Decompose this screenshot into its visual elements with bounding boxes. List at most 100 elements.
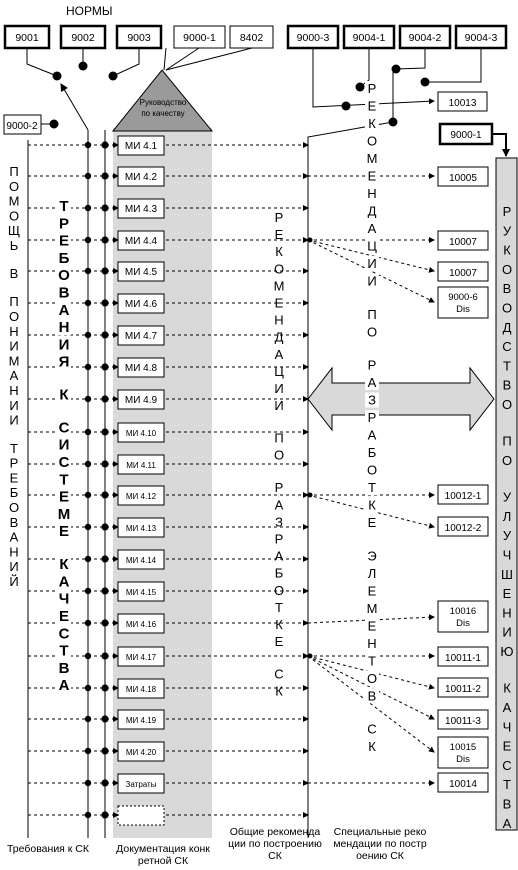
help-vertical-text: И <box>9 398 18 413</box>
improvement-vertical-text: Н <box>502 605 511 620</box>
letter-bg <box>365 357 379 373</box>
special-recs-vertical-text: А <box>368 428 377 443</box>
letter-bg <box>365 133 379 149</box>
connector-line <box>307 72 394 838</box>
general-recs-vertical-text: Р <box>275 531 284 546</box>
standard-label: 9000-1 <box>450 130 482 141</box>
improvement-vertical-text: О <box>502 262 512 277</box>
general-recs-vertical-text: П <box>274 431 283 446</box>
letter-bg <box>57 352 71 370</box>
general-recs-vertical-text: С <box>274 667 283 682</box>
improvement-vertical-text: И <box>502 625 511 640</box>
special-recs-vertical-text: З <box>368 393 376 408</box>
row-dot <box>84 811 92 819</box>
general-recs-vertical-text: О <box>274 583 284 598</box>
general-recs-vertical-text: А <box>275 497 284 512</box>
right-standard-box <box>437 484 489 505</box>
junction-dot <box>49 119 59 129</box>
improvement-vertical-text: У <box>503 528 512 543</box>
improvement-vertical-text: А <box>503 700 512 715</box>
special-recs-vertical-text: Р <box>368 358 377 373</box>
mi-label: МИ 4.4 <box>125 236 158 247</box>
help-vertical-text: П <box>9 164 18 179</box>
letter-bg <box>57 589 71 607</box>
improvement-vertical-text: Т <box>503 777 511 792</box>
letter-bg <box>57 435 71 453</box>
junction-dot <box>391 64 401 74</box>
standard-label: 9004-2 <box>409 32 442 44</box>
letter-bg <box>57 676 71 694</box>
help-vertical-text: Н <box>9 544 18 559</box>
standard-box <box>173 25 226 49</box>
standard-label: 9004-1 <box>353 32 386 44</box>
general-recs-vertical-text: К <box>275 684 283 699</box>
requirements-vertical-text: Я <box>59 354 70 371</box>
improvement-vertical-text: У <box>503 223 512 238</box>
quality-manual-label: по качеству <box>141 109 184 118</box>
improvement-vertical-text: Л <box>503 509 512 524</box>
general-recs-vertical-text: Д <box>275 330 284 345</box>
letter-bg <box>365 256 379 271</box>
junction-dot <box>355 82 365 92</box>
right-standard-box <box>437 600 489 633</box>
letter-bg <box>365 583 379 599</box>
right-standard-box <box>437 646 489 667</box>
letter-bg <box>365 445 379 460</box>
right-standard-label: 10016 <box>450 606 476 617</box>
improvement-vertical-text: К <box>503 681 511 696</box>
letter-bg <box>365 221 379 236</box>
footer-label: оению СК <box>356 850 405 862</box>
row-dot <box>307 237 313 243</box>
right-standard-label: 10013 <box>449 98 477 109</box>
general-recs-vertical-text: К <box>275 244 283 259</box>
mi-label: МИ 4.2 <box>125 172 158 183</box>
mi-box <box>117 773 165 794</box>
letter-bg <box>365 480 379 495</box>
row-dot <box>307 653 313 659</box>
mi-box <box>117 581 165 602</box>
row-dot <box>101 395 109 403</box>
requirements-vertical-text: Б <box>59 250 70 267</box>
letter-bg <box>365 81 379 96</box>
row-dot <box>84 460 92 468</box>
requirements-vertical-text: Р <box>59 215 69 232</box>
help-vertical-text: О <box>9 208 19 223</box>
help-vertical-text: Н <box>9 383 18 398</box>
improvement-vertical-text: Д <box>503 320 512 335</box>
row-dot <box>101 587 109 595</box>
requirements-vertical-text: О <box>58 267 70 284</box>
mi-label: МИ 4.10 <box>126 429 157 438</box>
mi-label: МИ 4.16 <box>126 620 157 629</box>
mi-box <box>117 230 165 251</box>
double-arrow <box>307 366 495 432</box>
row-dot <box>84 684 92 692</box>
special-recs-vertical-text: А <box>368 375 377 390</box>
row-dot <box>101 141 109 149</box>
right-standard-label: 10011-3 <box>445 716 481 727</box>
letter-bg <box>365 618 379 634</box>
general-recs-vertical-text: Р <box>275 480 284 495</box>
improvement-vertical-text: О <box>502 301 512 316</box>
quality-manual-label: Руководство <box>140 98 187 107</box>
special-recs-vertical-text: Б <box>368 445 377 460</box>
mi-box <box>117 678 165 699</box>
help-vertical-text: Н <box>9 324 18 339</box>
improvement-vertical-text: Ч <box>503 548 512 563</box>
right-standard-label: 10014 <box>449 779 477 790</box>
mi-box <box>117 135 165 156</box>
connector-line <box>165 47 200 71</box>
help-vertical-text: Б <box>10 485 19 500</box>
row-dot <box>84 619 92 627</box>
improvement-vertical-text: А <box>503 816 512 831</box>
improvement-vertical-text: Р <box>503 204 512 219</box>
letter-bg <box>57 658 71 676</box>
letter-bg <box>365 392 379 408</box>
footer-label: ретной СК <box>138 855 189 867</box>
mi-box <box>117 646 165 667</box>
right-standard-box <box>437 91 488 112</box>
right-standard-label: 10011-1 <box>445 653 481 664</box>
connector-line <box>163 47 167 71</box>
special-recs-vertical-text: Р <box>368 81 377 96</box>
special-recs-vertical-text: М <box>367 601 378 616</box>
